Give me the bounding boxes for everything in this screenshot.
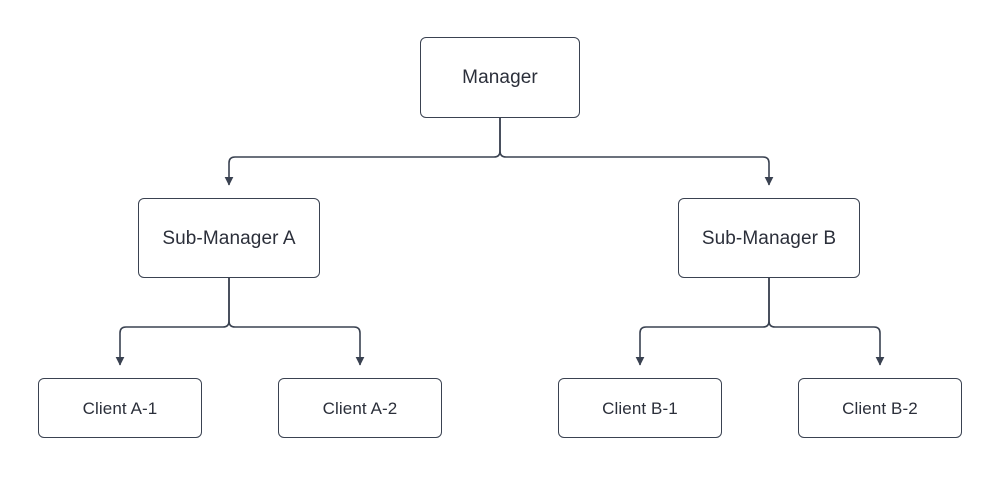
edge-sub-manager-b-client-b-2: [768, 278, 885, 366]
node-client-b-2[interactable]: Client B-2: [798, 378, 962, 438]
node-sub-manager-a-label: Sub-Manager A: [162, 227, 296, 249]
edge-sub-manager-a-client-a-2: [228, 278, 365, 366]
node-manager-label: Manager: [462, 67, 538, 88]
edge-sub-manager-b-client-b-1: [635, 278, 770, 366]
node-manager[interactable]: Manager: [420, 37, 580, 118]
node-sub-manager-a[interactable]: Sub-Manager A: [138, 198, 320, 278]
node-client-a-2[interactable]: Client A-2: [278, 378, 442, 438]
node-client-b-1-label: Client B-1: [602, 398, 678, 418]
edge-manager-sub-manager-b: [499, 118, 774, 186]
node-client-a-1-label: Client A-1: [82, 398, 158, 418]
node-sub-manager-b[interactable]: Sub-Manager B: [678, 198, 860, 278]
node-client-a-2-label: Client A-2: [322, 398, 398, 418]
edge-manager-sub-manager-a: [224, 118, 501, 186]
node-client-b-1[interactable]: Client B-1: [558, 378, 722, 438]
edge-sub-manager-a-client-a-1: [115, 278, 230, 366]
node-client-b-2-label: Client B-2: [842, 398, 918, 418]
node-client-a-1[interactable]: Client A-1: [38, 378, 202, 438]
node-sub-manager-b-label: Sub-Manager B: [701, 227, 837, 249]
